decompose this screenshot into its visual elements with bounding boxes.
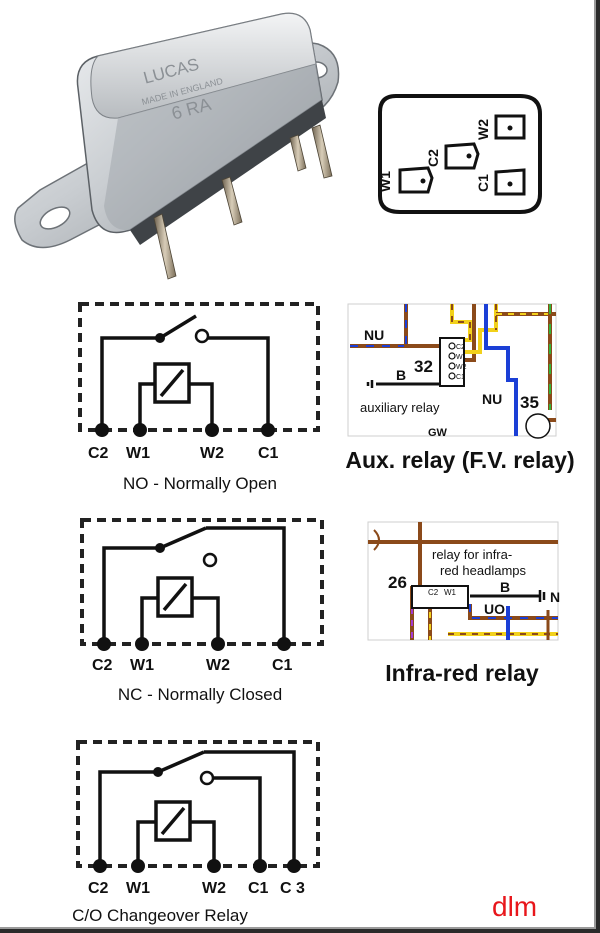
ir-label-relay-text-2: red headlamps — [440, 563, 526, 578]
socket-label-c1: C1 — [475, 174, 491, 192]
nc-label-c1: C1 — [272, 657, 293, 674]
nc-label-w1: W1 — [130, 657, 154, 674]
relay-photo: LUCAS MADE IN ENGLAND 6 RA — [14, 12, 340, 280]
ir-label-relay-no: 26 — [388, 573, 407, 592]
ir-pin-c2: C2 — [428, 588, 439, 597]
ir-label-relay-text-1: relay for infra- — [432, 547, 512, 562]
co-label-w1: W1 — [126, 880, 150, 897]
aux-pin-c2: C2 — [456, 344, 465, 351]
aux-label-relay-text: auxiliary relay — [360, 400, 440, 415]
socket-label-w2: W2 — [475, 119, 491, 140]
schematic-normally-closed: C2 W1 W2 C1 NC - Normally Closed — [80, 518, 324, 704]
aux-label-b: B — [396, 367, 406, 383]
nc-label-c2: C2 — [92, 657, 113, 674]
aux-pin-w1: W1 — [456, 354, 467, 361]
socket-label-c2: C2 — [425, 149, 441, 167]
terminal-socket-view: W1 C2 C1 W2 — [377, 94, 542, 214]
socket-terminal-w1 — [398, 166, 434, 194]
socket-terminal-c2 — [444, 142, 480, 170]
ir-pin-w1: W1 — [444, 588, 457, 597]
aux-caption: Aux. relay (F.V. relay) — [345, 447, 574, 473]
relay-case-top — [90, 12, 317, 119]
socket-label-w1: W1 — [377, 171, 393, 192]
relay-base — [130, 100, 326, 245]
aux-pin-c1: C1 — [456, 374, 465, 381]
aux-label-nu-left: NU — [364, 327, 384, 343]
nc-caption: NC - Normally Closed — [118, 685, 282, 704]
schematic-no-border — [78, 302, 320, 432]
aux-pin-w2: W2 — [456, 364, 467, 371]
ir-label-b: B — [500, 579, 510, 595]
aux-label-nu-right: NU — [482, 391, 502, 407]
ir-label-uo: UO — [484, 601, 505, 617]
ir-label-n: N — [550, 589, 560, 605]
aux-node-35 — [525, 413, 551, 439]
author-signature: dlm — [492, 891, 537, 922]
aux-relay-block — [439, 337, 465, 387]
co-label-w2: W2 — [202, 880, 226, 897]
ir-caption: Infra-red relay — [385, 660, 539, 686]
no-label-w1: W1 — [126, 445, 150, 462]
schematic-co-border — [76, 740, 320, 868]
nc-label-w2: W2 — [206, 657, 230, 674]
co-label-c1: C1 — [248, 880, 269, 897]
no-caption: NO - Normally Open — [123, 474, 277, 493]
ir-relay-block — [411, 585, 469, 609]
infrared-relay-wiring: C2 W1 relay for infra- red headlamps 26 … — [367, 521, 560, 686]
schematic-normally-open: C2 W1 W2 C1 NO - Normally Open — [78, 302, 320, 493]
co-label-c3: C 3 — [280, 880, 305, 897]
schematic-nc-border — [80, 518, 324, 646]
no-label-c2: C2 — [88, 445, 109, 462]
aux-label-relay-no: 32 — [414, 357, 433, 376]
terminal-blades — [153, 124, 333, 280]
no-label-w2: W2 — [200, 445, 224, 462]
schematic-changeover: C2 W1 W2 C1 C 3 C/O Changeover Relay — [72, 740, 320, 925]
co-label-c2: C2 — [88, 880, 109, 897]
aux-relay-wiring: C2 W1 W2 C1 NU 32 B NU 35 auxiliary rela… — [345, 303, 575, 473]
aux-label-gw: GW — [428, 427, 448, 439]
aux-label-node-no: 35 — [520, 393, 539, 412]
no-label-c1: C1 — [258, 445, 279, 462]
co-caption: C/O Changeover Relay — [72, 906, 248, 925]
mount-hole-left — [39, 206, 71, 230]
